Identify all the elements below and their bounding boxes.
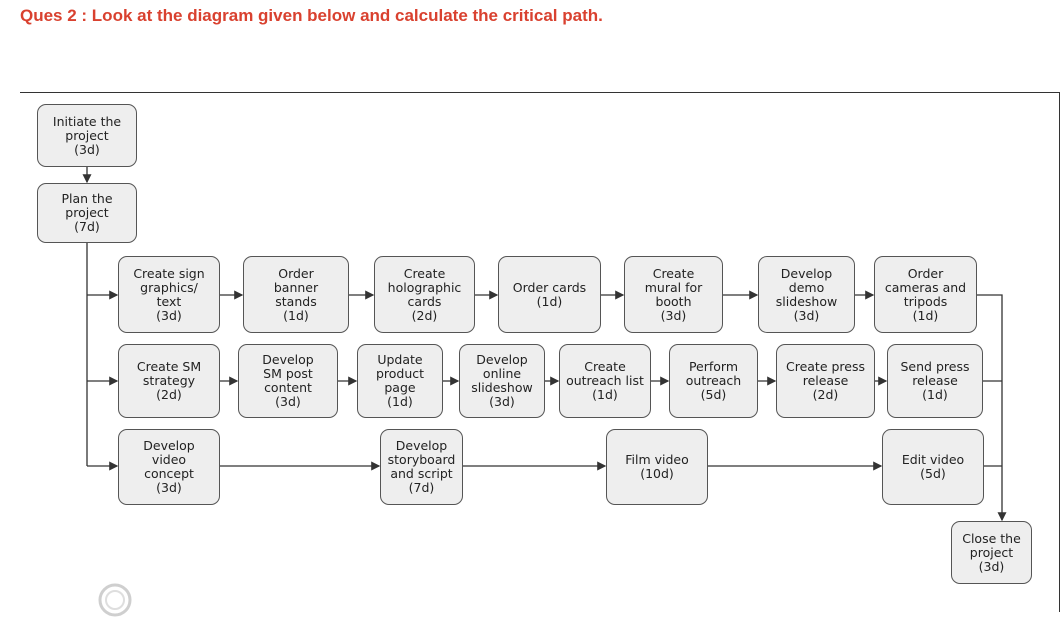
node-smpost-label: Develop SM post content (3d) bbox=[262, 352, 314, 409]
question-title: Ques 2 : Look at the diagram given below… bbox=[20, 6, 603, 25]
node-ordercards-label: Order cards (1d) bbox=[512, 279, 587, 309]
node-plan: Plan the project (7d) bbox=[37, 183, 137, 243]
node-sendpress-label: Send press release (1d) bbox=[900, 359, 970, 402]
node-demo-label: Develop demo slideshow (3d) bbox=[775, 265, 838, 323]
node-demo: Develop demo slideshow (3d) bbox=[758, 256, 855, 333]
node-online: Develop online slideshow (3d) bbox=[459, 344, 545, 418]
node-initiate-label: Initiate the project (3d) bbox=[52, 113, 122, 157]
diagram-frame bbox=[20, 92, 1060, 612]
node-videoconcept: Develop video concept (3d) bbox=[118, 429, 220, 505]
node-close-label: Close the project (3d) bbox=[962, 530, 1021, 574]
node-ordercards: Order cards (1d) bbox=[498, 256, 601, 333]
node-perform-label: Perform outreach (5d) bbox=[685, 359, 742, 402]
node-film-label: Film video (10d) bbox=[625, 452, 689, 481]
node-sendpress: Send press release (1d) bbox=[887, 344, 983, 418]
node-pressrel-label: Create press release (2d) bbox=[785, 359, 866, 402]
node-product-label: Update product page (1d) bbox=[375, 352, 425, 409]
node-cameras: Order cameras and tripods (1d) bbox=[874, 256, 977, 333]
node-banner: Order banner stands (1d) bbox=[243, 256, 349, 333]
node-holo: Create holographic cards (2d) bbox=[374, 256, 475, 333]
node-videoconcept-label: Develop video concept (3d) bbox=[143, 438, 195, 495]
node-storyboard-label: Develop storyboard and script (7d) bbox=[387, 438, 456, 495]
node-smpost: Develop SM post content (3d) bbox=[238, 344, 338, 418]
node-edit: Edit video (5d) bbox=[882, 429, 984, 505]
node-banner-label: Order banner stands (1d) bbox=[273, 265, 319, 323]
node-smstrat-label: Create SM strategy (2d) bbox=[136, 359, 202, 402]
node-storyboard: Develop storyboard and script (7d) bbox=[380, 429, 463, 505]
node-online-label: Develop online slideshow (3d) bbox=[471, 352, 533, 409]
node-mural-label: Create mural for booth (3d) bbox=[644, 265, 703, 323]
node-sign-label: Create sign graphics/ text (3d) bbox=[133, 265, 205, 323]
node-outreachlist: Create outreach list (1d) bbox=[559, 344, 651, 418]
node-plan-label: Plan the project (7d) bbox=[61, 191, 113, 234]
node-close: Close the project (3d) bbox=[951, 521, 1032, 584]
node-sign: Create sign graphics/ text (3d) bbox=[118, 256, 220, 333]
edge-cameras-close bbox=[977, 294, 1007, 522]
node-cameras-label: Order cameras and tripods (1d) bbox=[884, 265, 967, 323]
node-outreachlist-label: Create outreach list (1d) bbox=[566, 359, 644, 402]
node-pressrel: Create press release (2d) bbox=[776, 344, 875, 418]
node-mural: Create mural for booth (3d) bbox=[624, 256, 723, 333]
node-holo-label: Create holographic cards (2d) bbox=[387, 265, 462, 323]
node-smstrat: Create SM strategy (2d) bbox=[118, 344, 220, 418]
node-perform: Perform outreach (5d) bbox=[669, 344, 758, 418]
node-initiate: Initiate the project (3d) bbox=[37, 104, 137, 167]
node-film: Film video (10d) bbox=[606, 429, 708, 505]
node-product: Update product page (1d) bbox=[357, 344, 443, 418]
node-edit-label: Edit video (5d) bbox=[901, 452, 965, 481]
